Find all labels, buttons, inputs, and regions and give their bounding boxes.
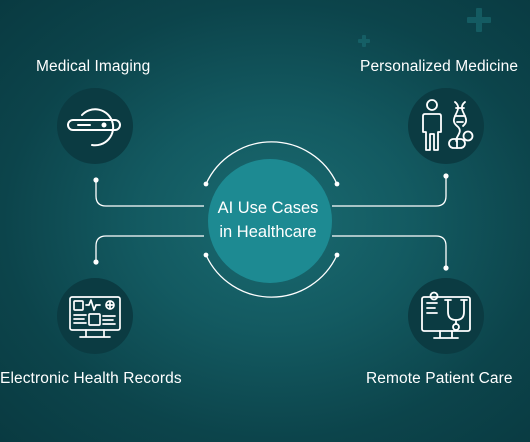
center-outer-arc-bottom <box>205 254 338 298</box>
medical-imaging-label: Medical Imaging <box>36 58 151 75</box>
health-records-monitor-icon <box>69 296 121 338</box>
connector-ehr <box>95 235 204 262</box>
personalized-medicine-label: Personalized Medicine <box>360 58 519 75</box>
center-hub <box>205 141 338 298</box>
connector-personalized-medicine <box>332 176 447 207</box>
center-title-line1: AI Use Cases <box>217 199 319 217</box>
remote-care-monitor-stethoscope-icon <box>421 291 471 339</box>
person-dna-pills-icon <box>422 99 474 151</box>
personalized-medicine-node <box>408 88 484 164</box>
center-title-line2: in Healthcare <box>219 223 317 241</box>
connector-lines <box>95 176 447 268</box>
ehr-label: Electronic Health Records <box>0 370 182 387</box>
remote-care-node <box>408 278 484 354</box>
center-outer-arc-top <box>205 141 338 185</box>
decorative-plus-icons <box>358 8 491 47</box>
center-circle <box>208 159 332 283</box>
center-title: AI Use Cases in Healthcare <box>205 196 331 244</box>
medical-imaging-node <box>57 88 133 164</box>
connector-medical-imaging <box>95 180 204 207</box>
ehr-node <box>57 278 133 354</box>
remote-patient-care-label: Remote Patient Care <box>366 370 513 387</box>
connector-remote-care <box>332 235 447 268</box>
medical-imaging-scanner-icon <box>67 108 121 147</box>
